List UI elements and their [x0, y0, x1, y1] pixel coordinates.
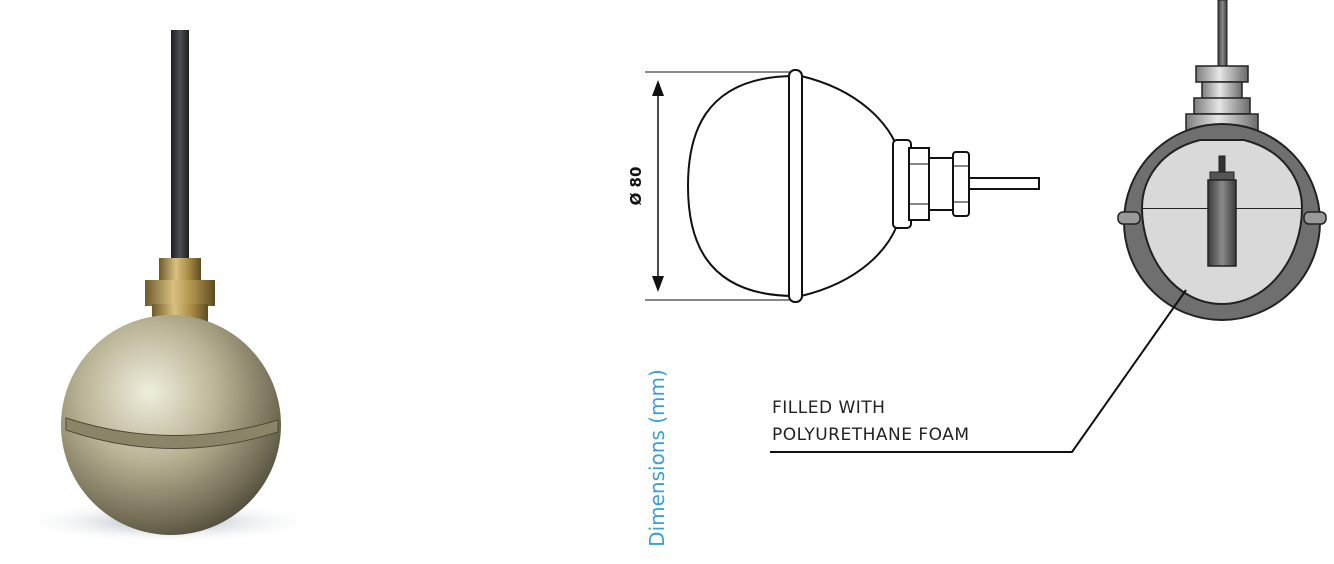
- fitting-cap: [952, 151, 970, 217]
- foam-note-line-2: POLYURETHANE FOAM: [772, 425, 970, 445]
- leader-line: [770, 289, 1187, 453]
- brass-gland-nut: [145, 280, 215, 306]
- cutaway-cable: [1217, 0, 1228, 71]
- ball-seam-ring: [788, 69, 803, 303]
- diameter-label: Ø 80: [627, 167, 645, 206]
- dimensions-caption: Dimensions (mm): [645, 369, 669, 547]
- float-switch-photo: [18, 30, 318, 544]
- foam-note-line-1: FILLED WITH: [772, 398, 885, 418]
- cutaway-view: [770, 0, 1327, 453]
- ball-outline: [686, 75, 796, 297]
- fitting-nut: [908, 147, 930, 221]
- reed-switch-tube: [1207, 179, 1237, 267]
- seam-tab-right: [1303, 211, 1327, 225]
- ball-seam: [65, 417, 279, 449]
- fitting-mid-nut: [1193, 97, 1251, 115]
- ball-outline-right-lower: [800, 221, 899, 297]
- brass-gland-top: [159, 258, 201, 282]
- ball-outline-right: [800, 75, 899, 151]
- stainless-ball: [61, 315, 281, 535]
- switch-wire: [1218, 155, 1226, 175]
- fitting-body: [928, 157, 956, 211]
- fitting-top-nut: [1195, 65, 1249, 83]
- arrow-top: [652, 80, 664, 96]
- arrow-bottom: [652, 276, 664, 292]
- dimension-drawing: [645, 69, 1040, 303]
- drawing-cable: [968, 177, 1040, 190]
- seam-tab-left: [1117, 211, 1141, 225]
- cable: [171, 30, 189, 270]
